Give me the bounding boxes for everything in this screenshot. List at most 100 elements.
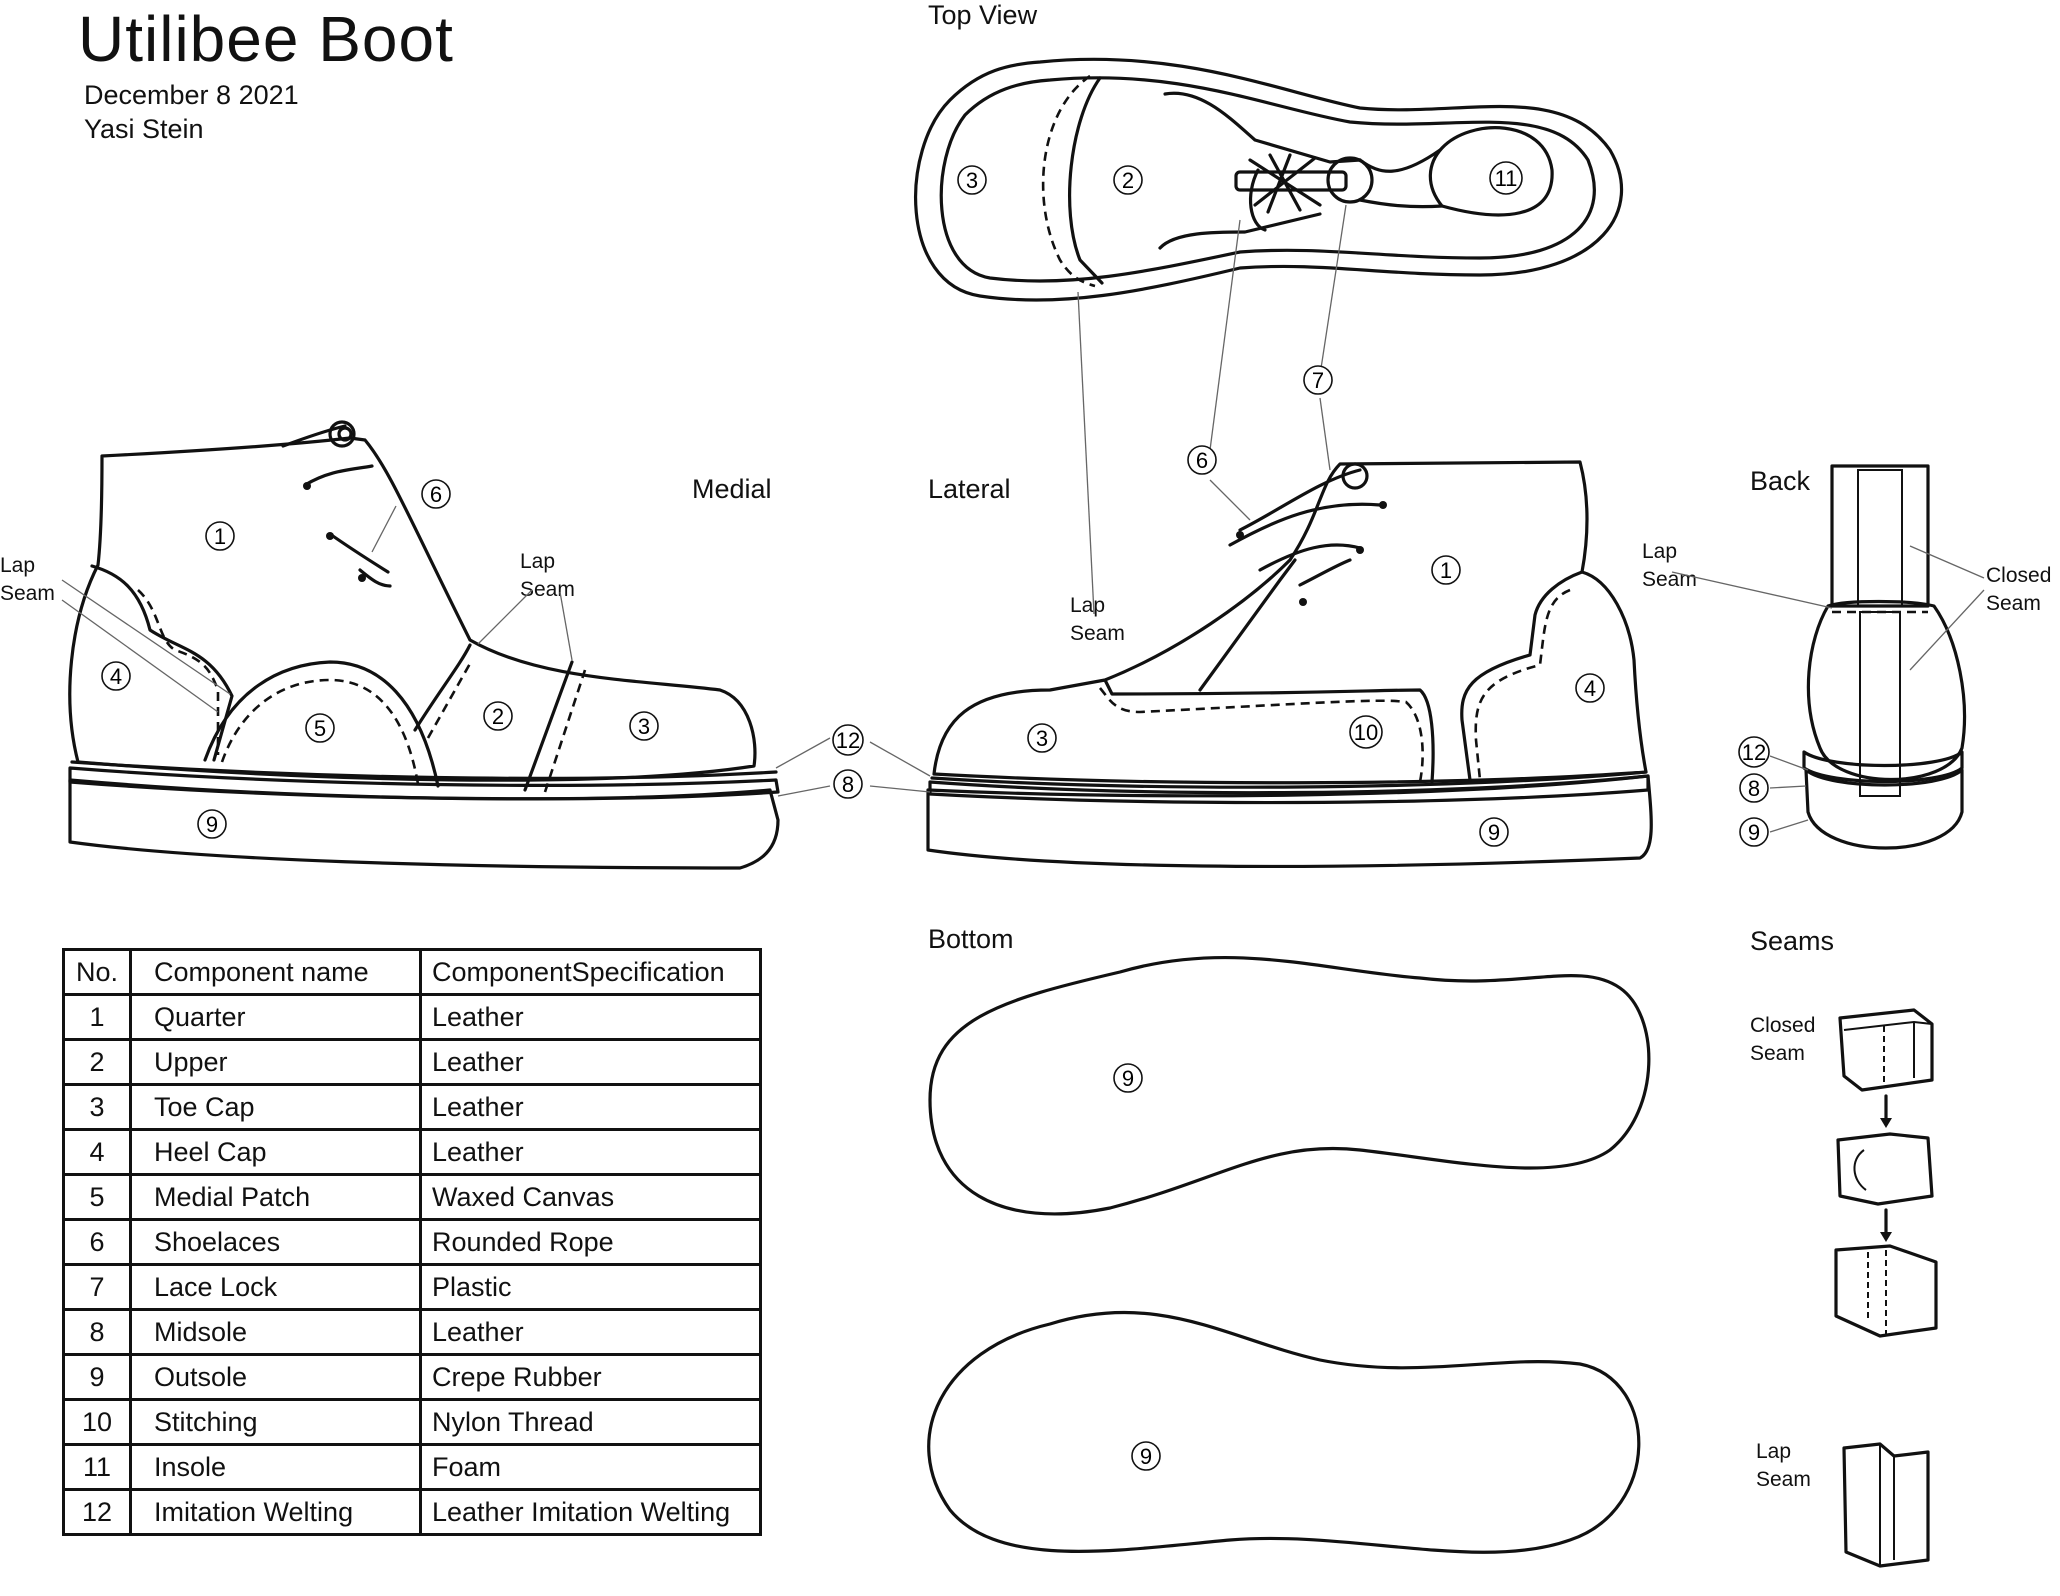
row-spec: Leather xyxy=(419,1038,762,1086)
closed-seam-note-diagram: Closed Seam xyxy=(1750,1014,1816,1065)
row-component: Stitching xyxy=(129,1398,422,1446)
callout-8-label: 8 xyxy=(842,772,854,797)
row-component: Midsole xyxy=(129,1308,422,1356)
component-table: No. Component name ComponentSpecificatio… xyxy=(62,948,762,1536)
row-spec: Waxed Canvas xyxy=(419,1173,762,1221)
row-component: Insole xyxy=(129,1443,422,1491)
lateral-view-drawing xyxy=(926,460,1653,869)
table-header-row: No. Component name ComponentSpecificatio… xyxy=(62,948,762,996)
callout-lat-9: 9 xyxy=(1479,817,1509,847)
callout-12: 12 xyxy=(832,724,864,756)
top-view-drawing xyxy=(914,57,1624,302)
row-no: 6 xyxy=(62,1218,132,1266)
callout-7: 7 xyxy=(1303,365,1333,395)
callout-7-label: 7 xyxy=(1312,368,1324,393)
seam-diagrams xyxy=(1834,1008,1938,1568)
leader-lines xyxy=(61,204,1985,833)
callout-back-8: 8 xyxy=(1739,773,1769,803)
header-component-name: Component name xyxy=(129,948,422,996)
back-view-drawing xyxy=(1802,464,1967,850)
row-spec: Crepe Rubber xyxy=(419,1353,762,1401)
callout-med-6-label: 6 xyxy=(430,482,442,507)
row-no: 1 xyxy=(62,993,132,1041)
callout-lat-10-label: 10 xyxy=(1354,720,1378,745)
lap-seam-note-lateral-heel: Lap Seam xyxy=(1642,540,1697,591)
callout-lat-6: 6 xyxy=(1187,445,1217,475)
callout-back-9: 9 xyxy=(1739,817,1769,847)
row-no: 5 xyxy=(62,1173,132,1221)
callout-med-1: 1 xyxy=(205,521,235,551)
callout-8: 8 xyxy=(833,769,863,799)
callout-top-3: 3 xyxy=(957,165,987,195)
drawing-date: December 8 2021 xyxy=(84,80,299,110)
row-no: 7 xyxy=(62,1263,132,1311)
lap-seam-note-medial-heel: Lap Seam xyxy=(0,554,55,605)
row-spec: Foam xyxy=(419,1443,762,1491)
callout-lat-6-label: 6 xyxy=(1196,448,1208,473)
callout-top-11-label: 11 xyxy=(1495,166,1518,191)
callout-lat-4-label: 4 xyxy=(1584,676,1596,701)
callout-back-12-label: 12 xyxy=(1742,740,1766,765)
callout-med-9: 9 xyxy=(197,809,227,839)
row-spec: Leather xyxy=(419,1128,762,1176)
callout-med-3-label: 3 xyxy=(638,714,650,739)
drawing-title: Utilibee Boot xyxy=(78,3,454,75)
row-component: Quarter xyxy=(129,993,422,1041)
row-no: 3 xyxy=(62,1083,132,1131)
row-no: 11 xyxy=(62,1443,132,1491)
row-component: Imitation Welting xyxy=(129,1488,422,1536)
row-component: Heel Cap xyxy=(129,1128,422,1176)
medial-view-label: Medial xyxy=(692,474,772,504)
callout-12-label: 12 xyxy=(836,728,860,753)
callout-back-12: 12 xyxy=(1738,736,1770,768)
callout-lat-1: 1 xyxy=(1431,555,1461,585)
row-component: Upper xyxy=(129,1038,422,1086)
callout-med-9-label: 9 xyxy=(206,812,218,837)
callout-top-2: 2 xyxy=(1113,165,1143,195)
callout-top-3-label: 3 xyxy=(966,168,978,193)
callout-med-3: 3 xyxy=(629,711,659,741)
row-spec: Leather xyxy=(419,1308,762,1356)
row-spec: Nylon Thread xyxy=(419,1398,762,1446)
row-component: Toe Cap xyxy=(129,1083,422,1131)
row-component: Outsole xyxy=(129,1353,422,1401)
callout-med-4: 4 xyxy=(101,661,131,691)
header-specification: ComponentSpecification xyxy=(419,948,762,996)
row-spec: Rounded Rope xyxy=(419,1218,762,1266)
row-no: 9 xyxy=(62,1353,132,1401)
callout-med-2: 2 xyxy=(483,701,513,731)
callout-lat-3: 3 xyxy=(1027,723,1057,753)
row-component: Lace Lock xyxy=(129,1263,422,1311)
callout-lat-4: 4 xyxy=(1575,673,1605,703)
callout-med-5: 5 xyxy=(305,713,335,743)
callout-bottom-9b-label: 9 xyxy=(1140,1444,1152,1469)
callout-med-1-label: 1 xyxy=(214,524,226,549)
callout-lat-3-label: 3 xyxy=(1036,726,1048,751)
callout-bottom-9a: 9 xyxy=(1113,1063,1143,1093)
callout-med-5-label: 5 xyxy=(314,716,326,741)
row-no: 10 xyxy=(62,1398,132,1446)
row-spec: Leather Imitation Welting xyxy=(419,1488,762,1536)
row-no: 4 xyxy=(62,1128,132,1176)
top-view-label: Top View xyxy=(928,0,1038,30)
callout-back-9-label: 9 xyxy=(1748,820,1760,845)
row-component: Medial Patch xyxy=(129,1173,422,1221)
row-no: 12 xyxy=(62,1488,132,1536)
row-spec: Leather xyxy=(419,1083,762,1131)
drawing-author: Yasi Stein xyxy=(84,114,204,144)
row-no: 8 xyxy=(62,1308,132,1356)
bottom-view-drawing xyxy=(927,955,1651,1554)
callout-med-6: 6 xyxy=(421,479,451,509)
